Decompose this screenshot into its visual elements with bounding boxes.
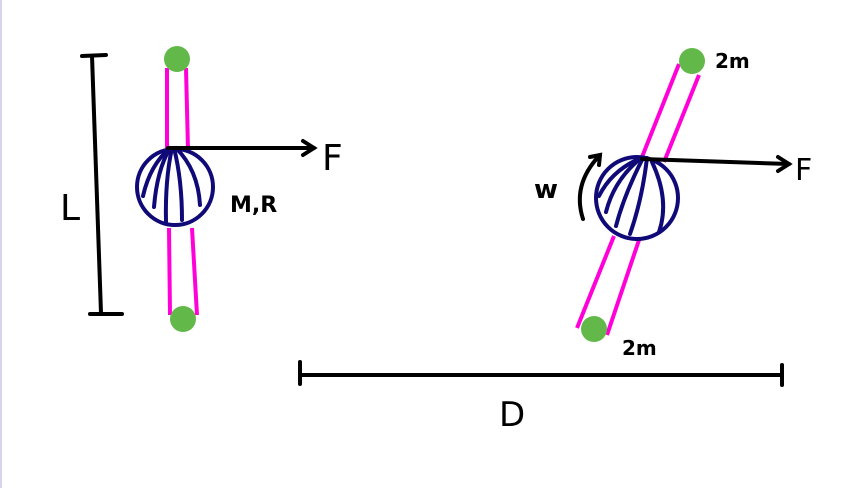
right-force-arrow: [640, 155, 793, 173]
length-label: L: [60, 188, 80, 229]
right-rod: [575, 63, 701, 336]
mass-radius-label: M,R: [230, 193, 277, 218]
rotation-arrow-icon: [577, 152, 603, 221]
right-dumbbell: [575, 48, 793, 342]
top-mass-label: 2m: [715, 49, 750, 73]
right-sphere: [594, 155, 680, 241]
left-rod: [165, 67, 199, 316]
right-force-label: F: [795, 153, 812, 188]
left-top-mass: [164, 46, 190, 72]
left-force-label: F: [322, 138, 343, 179]
right-top-mass: [679, 48, 705, 74]
left-bottom-mass: [170, 306, 196, 332]
right-bottom-mass: [581, 316, 607, 342]
left-dumbbell: [135, 46, 318, 332]
distance-label: D: [499, 395, 525, 435]
angular-velocity-label: w: [534, 175, 558, 205]
distance-bar: [298, 360, 784, 387]
length-bracket: [80, 53, 124, 316]
bottom-mass-label: 2m: [622, 336, 657, 360]
left-sphere: [135, 146, 215, 227]
left-force-arrow: [166, 139, 318, 157]
